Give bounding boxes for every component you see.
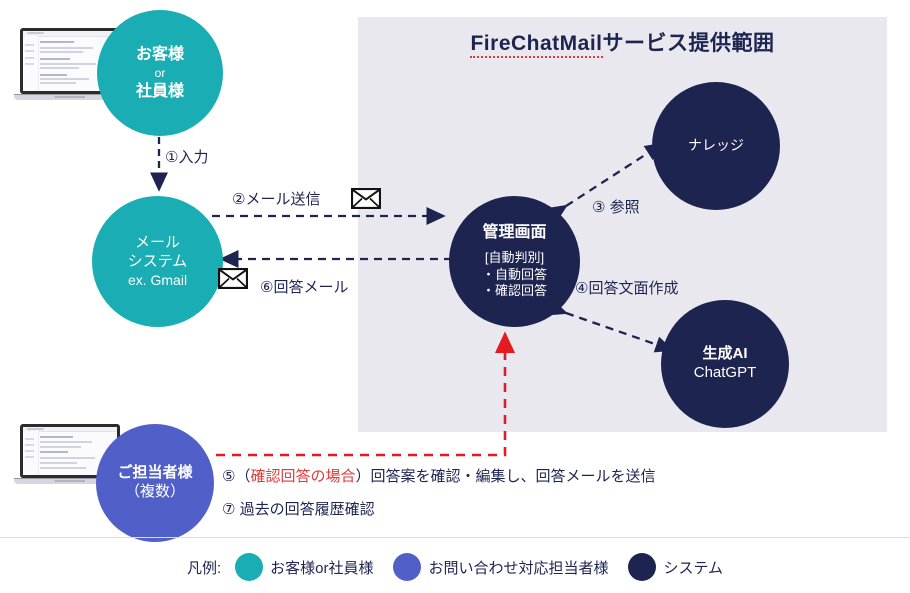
legend-label-customer: お客様or社員様 <box>270 559 374 577</box>
legend-dot-customer <box>235 553 264 581</box>
node-generative-ai[interactable]: 生成AI ChatGPT <box>661 300 789 428</box>
legend-dot-staff <box>393 553 422 581</box>
node-mail-system-line2: システム <box>127 252 188 270</box>
node-admin-line2: ・自動回答 <box>481 266 547 282</box>
node-knowledge[interactable]: ナレッジ <box>652 82 780 210</box>
legend-divider <box>0 537 910 538</box>
flow-label-step2: ②メール送信 <box>232 191 321 208</box>
note-step5-prefix: ⑤（ <box>222 468 251 485</box>
legend: 凡例: お客様or社員様 お問い合わせ対応担当者様 システム <box>0 553 910 581</box>
node-ai-line2: ChatGPT <box>693 364 757 381</box>
legend-dot-system <box>628 553 657 581</box>
node-customer-line3: 社員様 <box>135 82 184 100</box>
note-step7: ⑦ 過去の回答履歴確認 <box>222 501 375 518</box>
node-ai-line1: 生成AI <box>702 345 748 363</box>
scope-title-rest: サービス提供範囲 <box>602 32 775 55</box>
legend-title: 凡例: <box>186 559 222 577</box>
legend-label-system: システム <box>663 559 724 577</box>
note-step5-highlight: 確認回答の場合 <box>250 468 356 485</box>
flow-label-step4: ④回答文面作成 <box>575 280 679 297</box>
legend-label-staff: お問い合わせ対応担当者様 <box>428 559 609 577</box>
node-customer[interactable]: お客様 or 社員様 <box>97 10 223 136</box>
node-mail-system[interactable]: メール システム ex. Gmail <box>92 196 223 327</box>
service-scope-title: FireChatMailサービス提供範囲 <box>358 27 887 58</box>
node-staff-line2: （複数） <box>124 483 185 500</box>
brand-name: FireChatMail <box>470 32 603 58</box>
note-step5-suffix: ）回答案を確認・編集し、回答メールを送信 <box>355 468 656 485</box>
legend-item-customer: お客様or社員様 <box>235 553 373 581</box>
service-scope-panel <box>358 17 887 432</box>
flow-label-step6: ⑥回答メール <box>260 279 349 296</box>
node-knowledge-label: ナレッジ <box>688 137 744 154</box>
note-step5: ⑤（確認回答の場合）回答案を確認・編集し、回答メールを送信 <box>222 465 655 486</box>
node-mail-system-line3: ex. Gmail <box>127 271 188 288</box>
node-admin-line3: ・確認回答 <box>481 283 547 299</box>
envelope-send-icon <box>351 188 381 209</box>
envelope-reply-icon <box>218 268 248 289</box>
legend-item-staff: お問い合わせ対応担当者様 <box>393 553 608 581</box>
node-admin-title: 管理画面 <box>482 223 547 241</box>
node-customer-line1: お客様 <box>135 45 184 63</box>
flow-label-step1: ①入力 <box>165 149 209 166</box>
flow-label-step3: ③ 参照 <box>592 199 640 216</box>
node-staff[interactable]: ご担当者様 （複数） <box>96 424 214 542</box>
node-admin-line1: [自動判別] <box>484 249 545 265</box>
legend-item-system: システム <box>628 553 723 581</box>
node-staff-line1: ご担当者様 <box>117 464 193 482</box>
node-customer-line2: or <box>154 65 166 80</box>
node-admin-screen[interactable]: 管理画面 [自動判別] ・自動回答 ・確認回答 <box>449 196 580 327</box>
node-mail-system-line1: メール <box>134 234 180 251</box>
